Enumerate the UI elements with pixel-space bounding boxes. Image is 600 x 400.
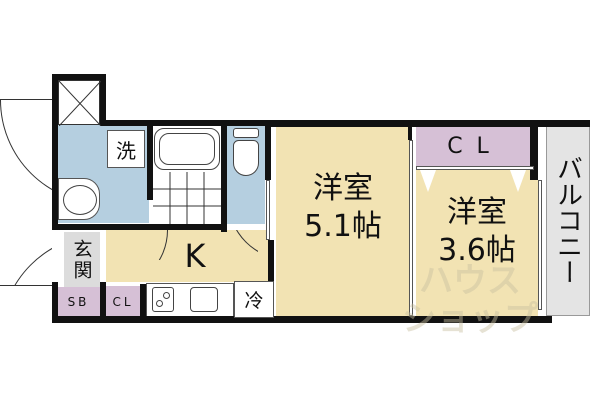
wall-kitchen-left [100, 282, 106, 322]
refrigerator: 冷 [234, 281, 274, 318]
closet-top [416, 126, 534, 166]
room-type: 洋室 [447, 195, 507, 230]
toilet-tank [233, 128, 259, 138]
wall-closet-right [530, 120, 538, 180]
wall-bath-left [147, 120, 153, 200]
basin-bowl [63, 185, 97, 215]
watermark-line1: ハウス [419, 261, 521, 301]
stove [152, 287, 174, 312]
entrance-door-leaf [0, 285, 52, 286]
balcony-floor [546, 126, 590, 316]
closet-rail [416, 166, 534, 170]
bathtub [154, 128, 220, 170]
wall-wash-top [100, 120, 270, 126]
sliding-door-rail[interactable] [409, 140, 413, 316]
entrance-label: 玄関 [70, 239, 93, 281]
kitchen-sink [190, 287, 218, 312]
wall-room-divider [268, 240, 274, 320]
closet-small [106, 286, 140, 317]
burner-icon [163, 292, 170, 299]
wall-left-lower [52, 282, 58, 322]
closet-door-right[interactable] [510, 170, 526, 192]
fridge-label: 冷 [244, 290, 264, 312]
wall-storage-right [100, 74, 106, 126]
wall-bath-bottom [147, 224, 227, 230]
wall-toilet-right [265, 120, 271, 180]
wash-basin [58, 178, 100, 220]
closet-top-label: CL [447, 133, 503, 159]
watermark-line2: ショップ [402, 299, 538, 339]
wall-storage-top [52, 74, 106, 80]
kitchen-label: K [184, 237, 206, 275]
storage-cabinet [58, 80, 102, 127]
room-type: 洋室 [313, 171, 373, 206]
burner-icon [156, 300, 163, 307]
room-size: 5.1帖 [304, 209, 382, 244]
western-room-3-6-label: 洋室 3.6帖 [416, 194, 538, 270]
wall-closet-small-right [140, 284, 146, 322]
wall-wet-bottom [52, 224, 164, 230]
washing-machine: 洗 [107, 130, 145, 168]
balcony-label: バルコニー [552, 155, 583, 285]
sliding-door-rail[interactable] [266, 180, 270, 240]
wall-left-upper [52, 74, 58, 224]
bathtub-inner [159, 133, 215, 165]
closet-small-label: CL [112, 294, 134, 309]
front-door-leaf [0, 99, 52, 100]
western-room-3-6-floor [416, 170, 538, 316]
closet-door-left[interactable] [420, 170, 436, 192]
entrance-floor [64, 232, 100, 287]
balcony-window-rail[interactable] [538, 180, 542, 310]
wall-outer-top [270, 120, 590, 127]
bath-tile-grid [153, 172, 221, 224]
western-room-5-1-label: 洋室 5.1帖 [276, 170, 410, 246]
wall-outer-bottom [52, 316, 552, 323]
shoe-box-label: SB [67, 295, 90, 309]
cross-mark-icon [58, 80, 102, 127]
washer-label: 洗 [116, 138, 136, 163]
shoe-box [57, 287, 100, 317]
wall-bath-right [221, 120, 227, 232]
western-room-5-1-floor [276, 126, 410, 316]
room-size: 3.6帖 [438, 233, 516, 268]
wall-room-right [408, 120, 412, 140]
watermark: ハウス ショップ [400, 262, 540, 338]
toilet-bowl [233, 140, 259, 176]
